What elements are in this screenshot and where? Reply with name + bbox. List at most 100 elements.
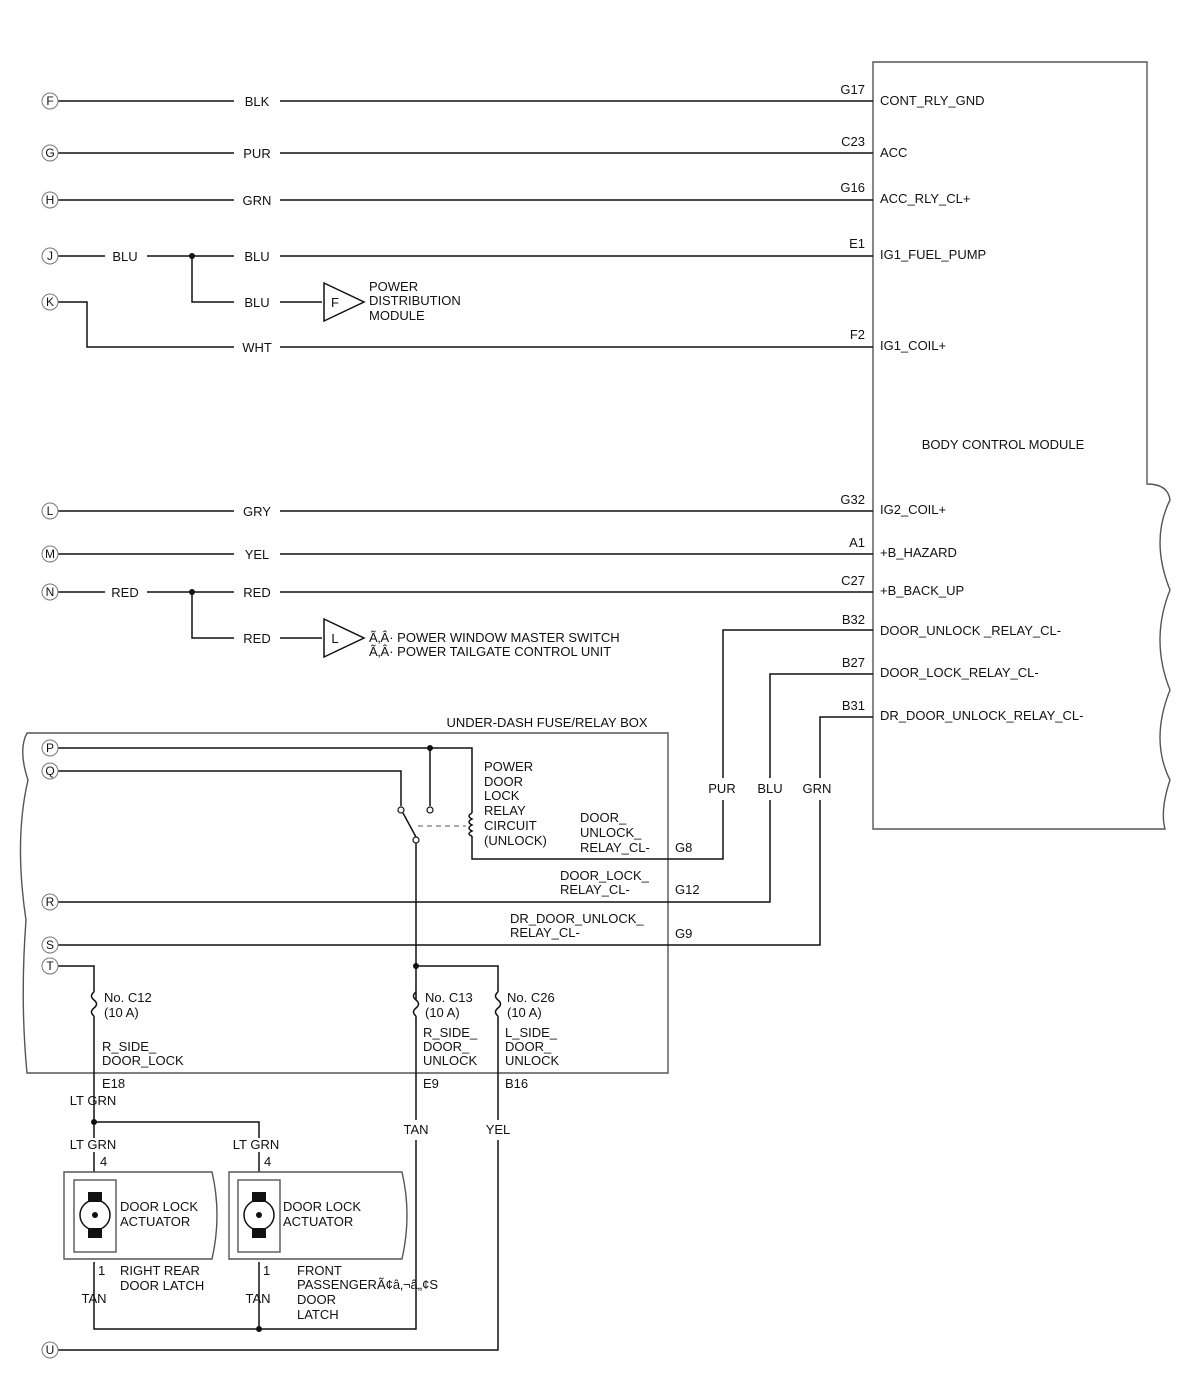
lref-line-1: Ã‚Â· POWER WINDOW MASTER SWITCH (369, 630, 620, 645)
wire-color-n-right: RED (243, 585, 270, 600)
door-unlock-cl-1: DOOR_ (580, 810, 627, 825)
dr-door-unlock-cl-1: DR_DOOR_UNLOCK_ (510, 911, 644, 926)
relay-line-6: (UNLOCK) (484, 833, 547, 848)
relay-line-2: DOOR (484, 774, 523, 789)
svg-text:U: U (46, 1343, 55, 1357)
wire-color-g: PUR (243, 146, 270, 161)
relay-line-3: LOCK (484, 788, 520, 803)
actuator-1-pin-top: 4 (100, 1154, 107, 1169)
svg-text:F: F (46, 94, 53, 108)
fuse-c12-rating: (10 A) (104, 1005, 139, 1020)
actuator-2-pin-bottom: 1 (263, 1263, 270, 1278)
actuator-1-title-2: ACTUATOR (120, 1214, 190, 1229)
connector-r: R (41, 893, 59, 911)
connector-j: J (41, 247, 59, 265)
relay-line-1: POWER (484, 759, 533, 774)
wire-color-to-pdm: BLU (244, 295, 269, 310)
actuator-front-passenger: 4 DOOR LOCK ACTUATOR 1 FRONT PASSENGERÃ¢… (228, 1154, 438, 1322)
fuse-c13-line-1: R_SIDE_ (423, 1025, 478, 1040)
svg-text:L: L (47, 504, 54, 518)
pin-g32: G32 (840, 492, 865, 507)
pin-b32: B32 (842, 612, 865, 627)
pin-e1: E1 (849, 236, 865, 251)
wire-color-e9: TAN (403, 1122, 428, 1137)
wire-color-tan-2: TAN (245, 1291, 270, 1306)
svg-text:G: G (45, 146, 54, 160)
fuse-c12-line-2: DOOR_LOCK (102, 1053, 184, 1068)
wire-color-lt-grn-top: LT GRN (70, 1093, 116, 1108)
signal-ig1-coil: IG1_COIL+ (880, 338, 946, 353)
actuator-1-loc-1: RIGHT REAR (120, 1263, 200, 1278)
pin-c27: C27 (841, 573, 865, 588)
wire-color-f: BLK (245, 94, 270, 109)
fuse-icon (494, 991, 502, 1017)
connector-t: T (41, 957, 59, 975)
pin-b27: B27 (842, 655, 865, 670)
pin-g12: G12 (675, 882, 700, 897)
bcm-title: BODY CONTROL MODULE (922, 437, 1085, 452)
actuator-2-loc-3: DOOR (297, 1292, 336, 1307)
wire-color-b31: GRN (803, 781, 832, 796)
fuse-c13-rating: (10 A) (425, 1005, 460, 1020)
actuator-2-title-2: ACTUATOR (283, 1214, 353, 1229)
wire-color-k: WHT (242, 340, 272, 355)
upper-wire-colors: BLK PUR GRN BLU BLU BLU WHT GRY YEL RED … (111, 94, 272, 646)
fuse-c26-line-1: L_SIDE_ (505, 1025, 558, 1040)
motor-icon (243, 1199, 275, 1231)
fuse-c13-line-2: DOOR_ (423, 1039, 470, 1054)
fuse-c12-line-1: R_SIDE_ (102, 1039, 157, 1054)
pin-b31: B31 (842, 698, 865, 713)
fuse-c13-no: No. C13 (425, 990, 473, 1005)
triangle-icon (323, 617, 366, 659)
actuator-2-loc-1: FRONT (297, 1263, 342, 1278)
svg-text:P: P (46, 741, 54, 755)
signal-dr-door-unlock-relay: DR_DOOR_UNLOCK_RELAY_CL- (880, 708, 1084, 723)
pdm-line-2: DISTRIBUTION (369, 293, 461, 308)
pin-e18: E18 (102, 1076, 125, 1091)
fusebox-outline (19, 732, 669, 1074)
actuator-2-pin-top: 4 (264, 1154, 271, 1169)
actuator-1-loc-2: DOOR LATCH (120, 1278, 204, 1293)
actuator-2-loc-2: PASSENGERÃ¢â‚¬â„¢S (297, 1277, 438, 1292)
fuse-c13-line-3: UNLOCK (423, 1053, 478, 1068)
actuator-1-title-1: DOOR LOCK (120, 1199, 198, 1214)
signal-b-back-up: +B_BACK_UP (880, 583, 964, 598)
relay-circuit (58, 745, 499, 1000)
svg-text:M: M (45, 547, 55, 561)
relay-control-wires (58, 629, 873, 946)
signal-b-hazard: +B_HAZARD (880, 545, 957, 560)
fuse-circuits (58, 965, 502, 1351)
connector-h: H (41, 191, 59, 209)
upper-wires (58, 100, 873, 639)
pin-g16: G16 (840, 180, 865, 195)
connector-l: L (41, 502, 59, 520)
motor-icon (79, 1199, 111, 1231)
fuse-c26-rating: (10 A) (507, 1005, 542, 1020)
svg-text:H: H (46, 193, 55, 207)
dr-door-unlock-cl-2: RELAY_CL- (510, 925, 580, 940)
signal-ig1-fuel-pump: IG1_FUEL_PUMP (880, 247, 986, 262)
pin-a1: A1 (849, 535, 865, 550)
connector-k: K (41, 293, 59, 311)
wire-color-lt-grn-1: LT GRN (70, 1137, 116, 1152)
triangle-icon (323, 281, 366, 323)
pin-c23: C23 (841, 134, 865, 149)
actuator-2-title-1: DOOR LOCK (283, 1199, 361, 1214)
connector-s: S (41, 936, 59, 954)
wire-color-lt-grn-2: LT GRN (233, 1137, 279, 1152)
svg-text:S: S (46, 938, 54, 952)
relay-cl-labels: DOOR_ UNLOCK_ RELAY_CL- DOOR_LOCK_ RELAY… (510, 810, 700, 941)
pin-b16: B16 (505, 1076, 528, 1091)
wire-color-h: GRN (243, 193, 272, 208)
svg-text:Q: Q (45, 764, 54, 778)
connector-g: G (41, 144, 59, 162)
fuse-c26-line-3: UNLOCK (505, 1053, 560, 1068)
door-unlock-cl-3: RELAY_CL- (580, 840, 650, 855)
wire-color-l: GRY (243, 504, 271, 519)
wire-color-m: YEL (245, 547, 270, 562)
signal-acc-rly-cl: ACC_RLY_CL+ (880, 191, 970, 206)
wire-color-b16: YEL (486, 1122, 511, 1137)
pdm-line-1: POWER (369, 279, 418, 294)
connector-m: M (41, 545, 59, 563)
